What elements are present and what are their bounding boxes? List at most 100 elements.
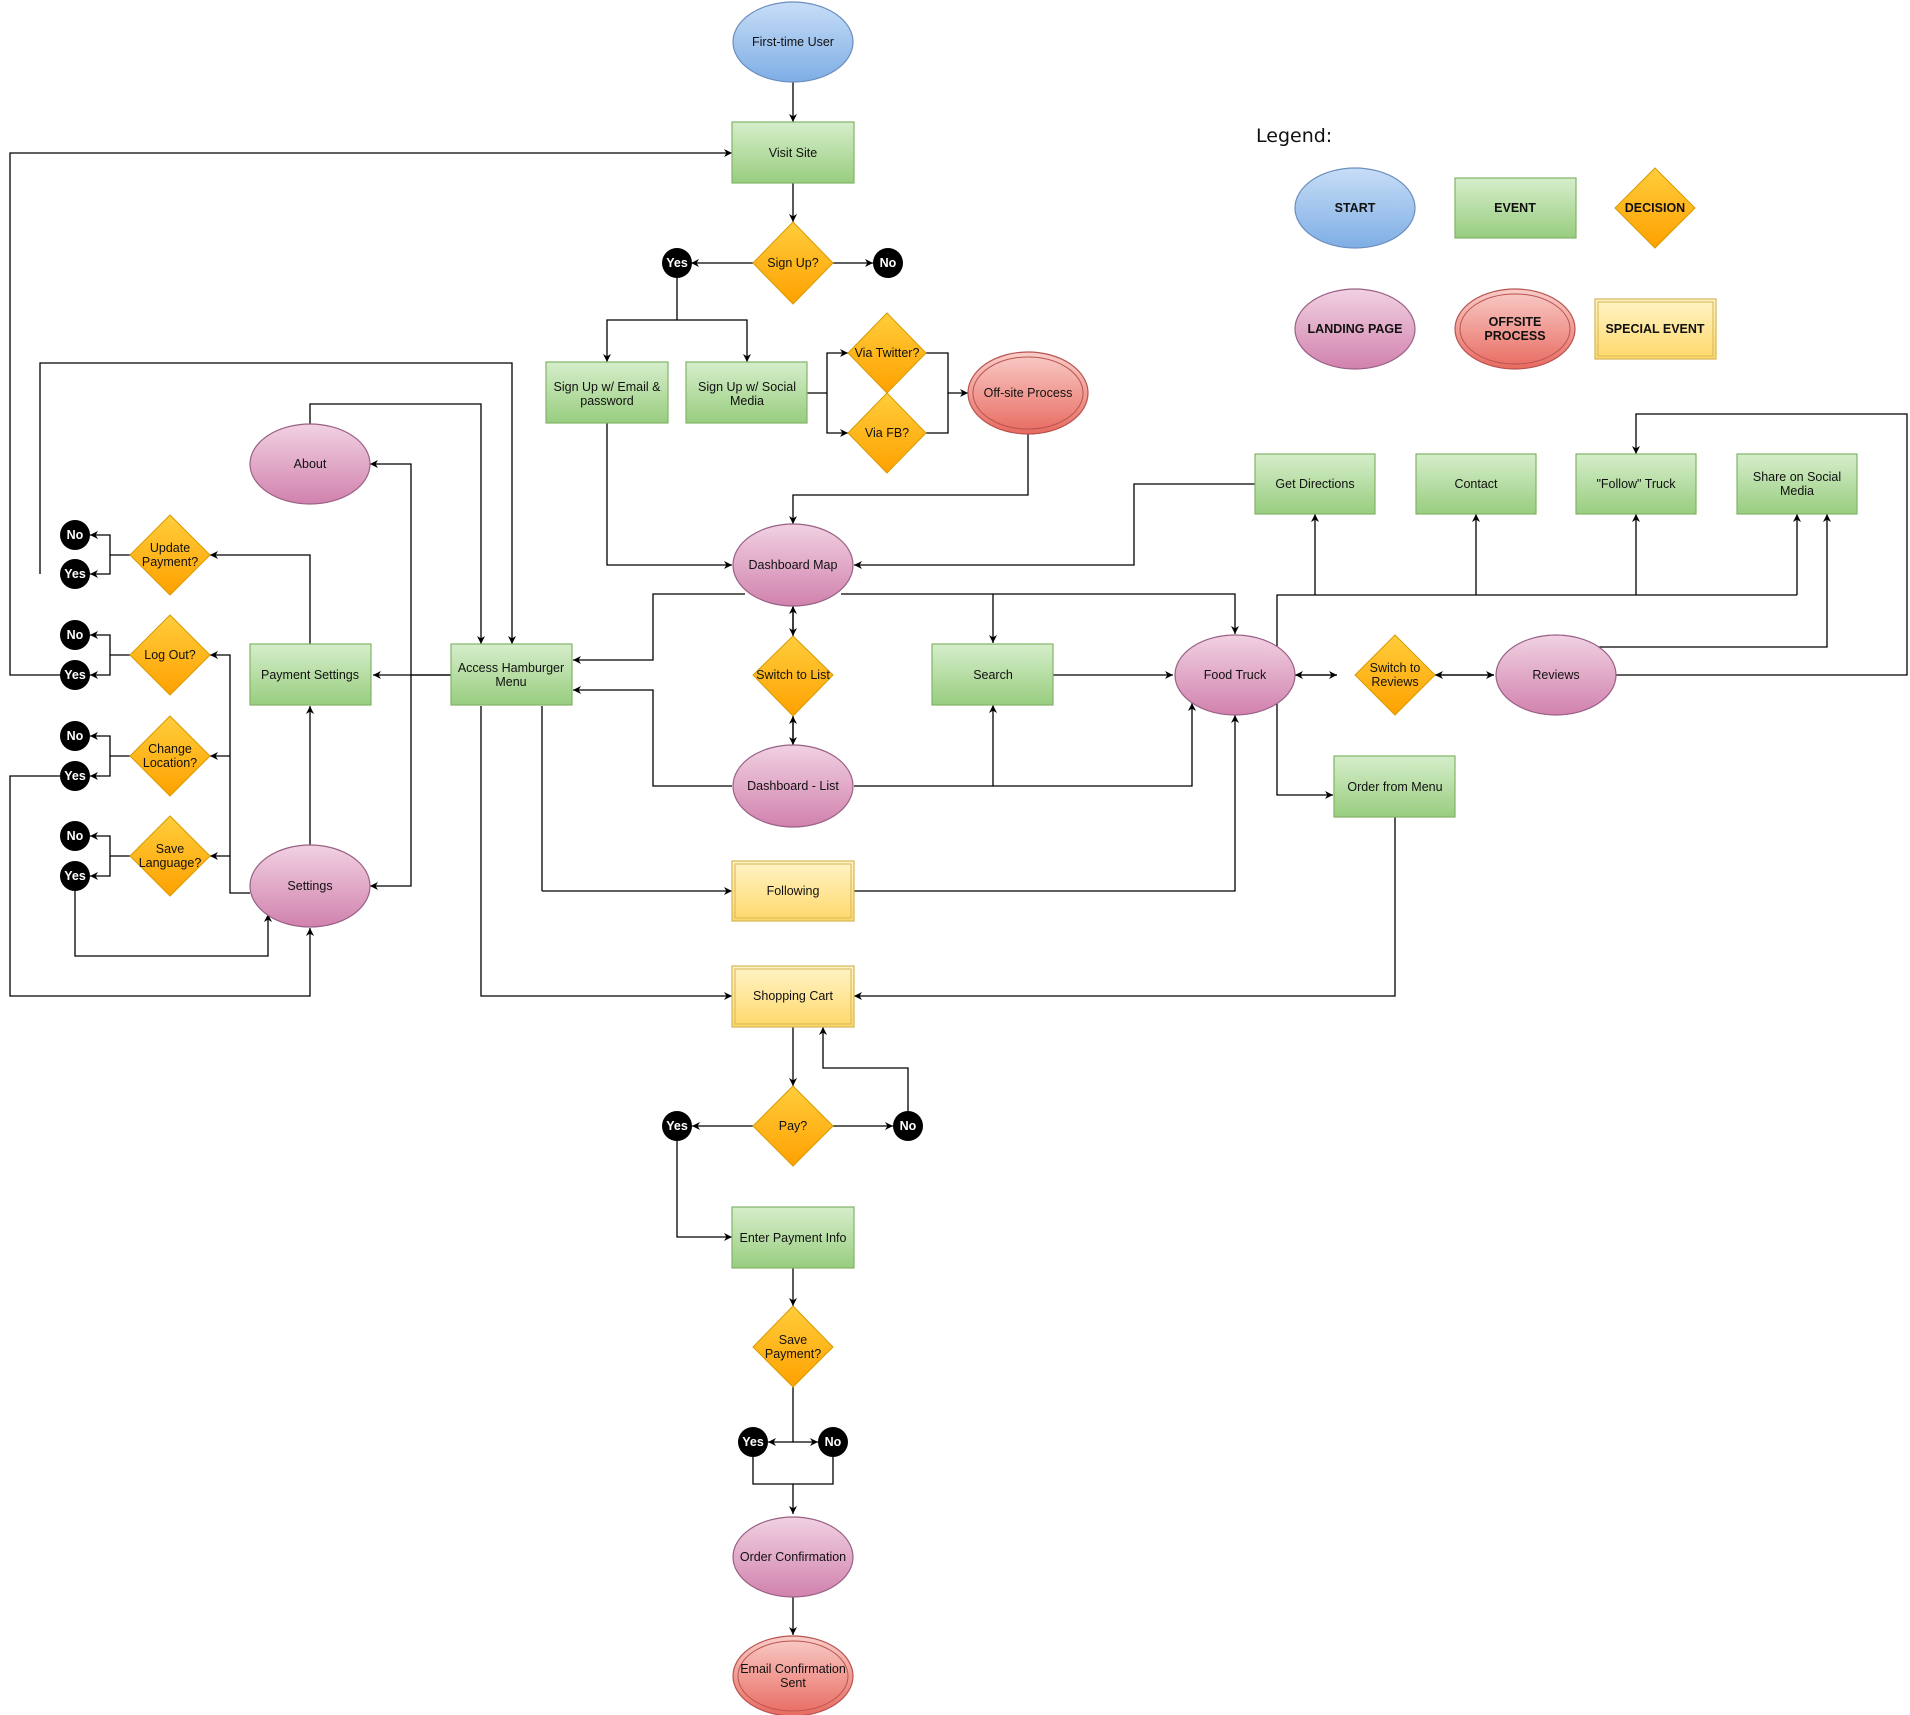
edge-hamburger-cart xyxy=(480,706,732,1000)
edge-list-foodtruck xyxy=(993,703,1196,787)
node-share-social: Share on Social Media xyxy=(1736,453,1858,515)
node-label: Visit Site xyxy=(769,146,817,160)
edge-hamburger-about xyxy=(370,460,451,676)
decision-save-language: Save Language? xyxy=(129,815,211,897)
edge-location-yes xyxy=(90,756,111,780)
node-label: Shopping Cart xyxy=(753,989,833,1003)
edge-language-yes-settings xyxy=(74,891,272,957)
badge-label: No xyxy=(67,528,84,542)
edge-yes-enterpayment xyxy=(676,1141,732,1241)
edge-list-hamburger xyxy=(573,686,732,787)
node-label: Dashboard - List xyxy=(747,779,839,793)
node-sign-up-email: Sign Up w/ Email & password xyxy=(545,361,669,424)
node-label: Sign Up? xyxy=(767,256,818,270)
badge-label: Yes xyxy=(64,668,86,682)
yes-badge: Yes xyxy=(60,559,90,589)
node-label: Order Confirmation xyxy=(740,1550,846,1564)
node-following: Following xyxy=(731,860,855,922)
edge-yes-social xyxy=(677,319,751,362)
node-label: Get Directions xyxy=(1275,477,1354,491)
edge-save-confirmation xyxy=(752,1457,834,1514)
node-label: Dashboard Map xyxy=(749,558,838,572)
edge-no-cart xyxy=(819,1027,909,1111)
node-label-line1: Email Confirmation xyxy=(740,1662,846,1676)
node-order-confirmation: Order Confirmation xyxy=(732,1516,854,1598)
node-sign-up-social: Sign Up w/ Social Media xyxy=(685,361,808,424)
no-badge: No xyxy=(818,1427,848,1457)
node-contact: Contact xyxy=(1415,453,1537,515)
node-label-line2: Media xyxy=(1780,484,1814,498)
node-label: "Follow" Truck xyxy=(1596,477,1676,491)
node-get-directions: Get Directions xyxy=(1254,453,1376,515)
node-label-line2: Language? xyxy=(139,856,202,870)
node-search: Search xyxy=(931,643,1054,706)
legend-label-line1: OFFSITE xyxy=(1489,315,1542,329)
node-label-line1: Save xyxy=(156,842,185,856)
badge-label: Yes xyxy=(742,1435,764,1449)
edge-social-fb xyxy=(826,393,848,437)
node-reviews: Reviews xyxy=(1495,634,1617,716)
yes-badge: Yes xyxy=(738,1427,768,1457)
node-label-line2: Reviews xyxy=(1371,675,1418,689)
legend-label: LANDING PAGE xyxy=(1308,322,1403,336)
badge-label: Yes xyxy=(666,1119,688,1133)
yes-badge: Yes xyxy=(662,1111,692,1141)
legend-label-line2: PROCESS xyxy=(1484,329,1545,343)
node-label-line1: Save xyxy=(779,1333,808,1347)
node-label-line1: Change xyxy=(148,742,192,756)
node-settings: Settings xyxy=(249,844,371,928)
node-label: Following xyxy=(767,884,820,898)
node-label: Contact xyxy=(1454,477,1498,491)
edge-foodtruck-order xyxy=(1276,704,1333,799)
decision-via-fb: Via FB? xyxy=(847,392,927,474)
edge-update-yes xyxy=(90,555,111,578)
node-label: Search xyxy=(973,668,1013,682)
badge-label: Yes xyxy=(64,869,86,883)
decision-switch-to-reviews: Switch to Reviews xyxy=(1354,634,1436,716)
badge-label: Yes xyxy=(64,769,86,783)
node-label: Via FB? xyxy=(865,426,909,440)
yes-badge: Yes xyxy=(662,248,692,278)
edge-payment-update xyxy=(210,551,311,644)
node-about: About xyxy=(249,423,371,505)
legend-label: SPECIAL EVENT xyxy=(1605,322,1704,336)
node-follow-truck: "Follow" Truck xyxy=(1575,453,1697,515)
yes-badge: Yes xyxy=(60,761,90,791)
node-food-truck: Food Truck xyxy=(1174,634,1296,716)
edge-logout-yes-visit xyxy=(9,149,732,676)
edge-social-twitter xyxy=(807,349,848,394)
edge-following-foodtruck xyxy=(854,715,1239,892)
decision-pay: Pay? xyxy=(752,1085,834,1167)
legend-label: EVENT xyxy=(1494,201,1536,215)
decision-log-out: Log Out? xyxy=(129,614,211,696)
node-label: Via Twitter? xyxy=(855,346,920,360)
connectors xyxy=(9,82,1908,1635)
edge-twitter-offsite xyxy=(926,352,968,397)
decision-change-location: Change Location? xyxy=(129,715,211,797)
node-payment-settings: Payment Settings xyxy=(249,643,372,706)
edge-language-yes xyxy=(90,856,111,880)
edge-map-hamburger xyxy=(573,593,745,664)
node-first-time-user: First-time User xyxy=(732,1,854,83)
edge-directions-dashboard xyxy=(854,483,1255,569)
legend-offsite-process: OFFSITE PROCESS xyxy=(1454,288,1576,370)
edge-list-search xyxy=(854,705,997,787)
node-label: About xyxy=(294,457,327,471)
legend: Legend: START EVENT DECISION LANDING PAG… xyxy=(1256,125,1717,370)
node-label: Settings xyxy=(287,879,332,893)
edge-reviews-follow xyxy=(1616,413,1908,676)
badge-label: No xyxy=(900,1119,917,1133)
edge-hamburger-settings xyxy=(370,675,412,890)
node-label: Food Truck xyxy=(1204,668,1267,682)
node-label: Order from Menu xyxy=(1347,780,1442,794)
edge-updatepayment-yes-hamburger xyxy=(39,362,516,644)
legend-start: START xyxy=(1294,167,1416,249)
badge-label: Yes xyxy=(64,567,86,581)
edge-email-dashboard xyxy=(606,423,732,569)
decision-via-twitter: Via Twitter? xyxy=(847,312,927,394)
node-label: Pay? xyxy=(779,1119,808,1133)
edge-fb-offsite xyxy=(926,393,949,434)
node-order-from-menu: Order from Menu xyxy=(1333,755,1456,818)
edge-order-cart xyxy=(854,817,1396,1000)
